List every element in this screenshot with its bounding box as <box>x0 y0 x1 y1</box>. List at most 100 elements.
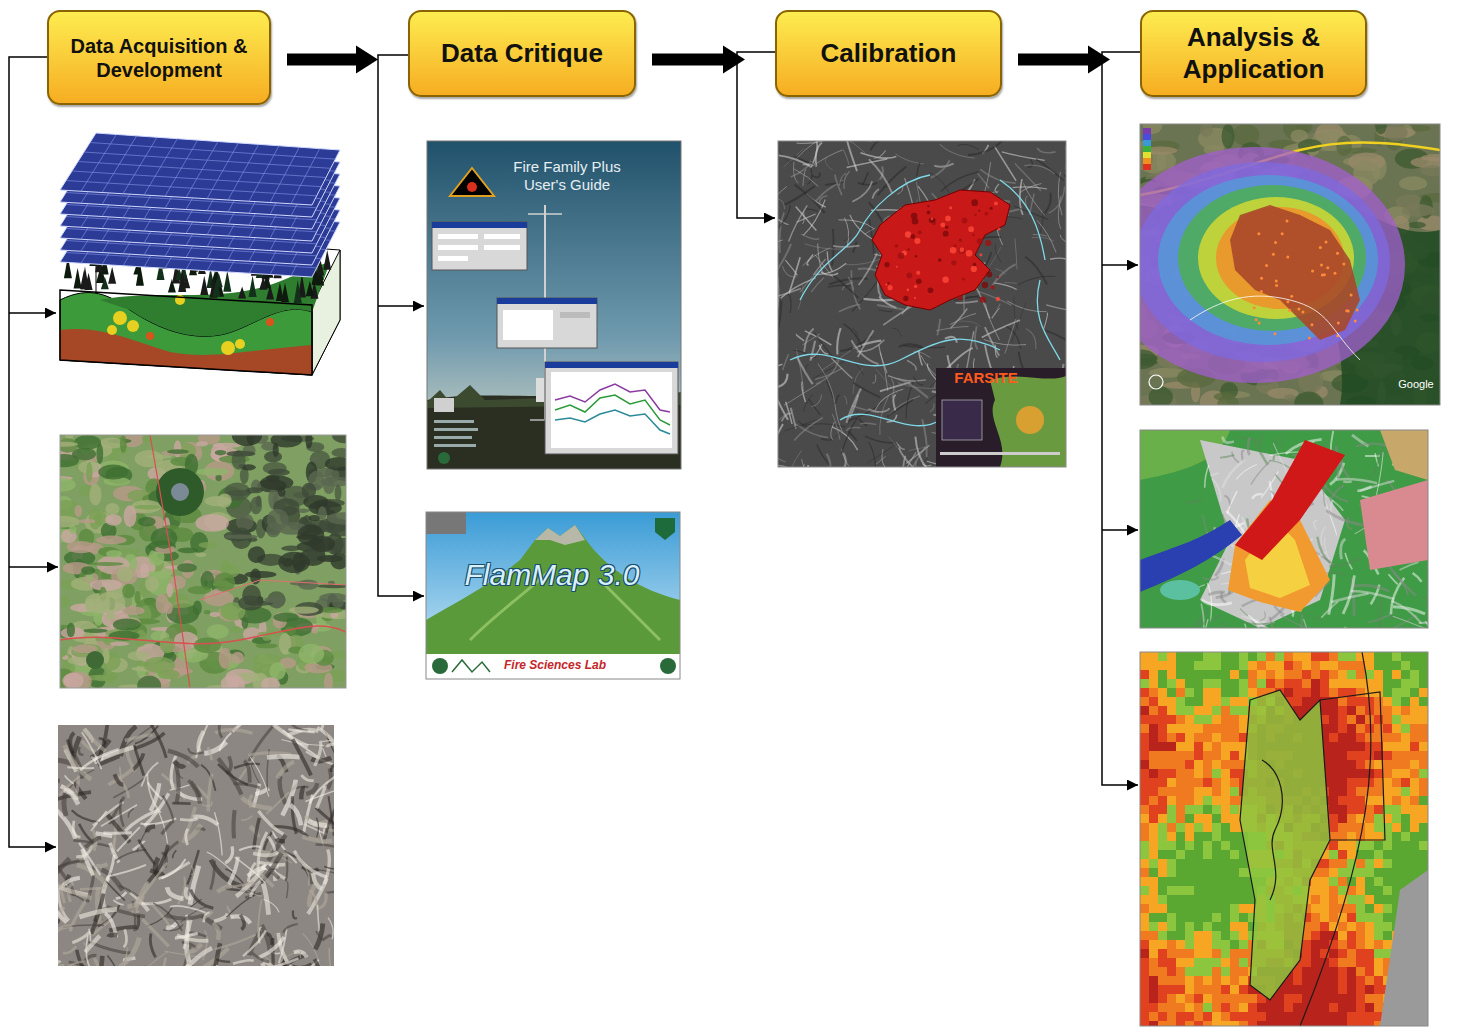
ridge-stroke <box>133 753 143 770</box>
ridge-stroke <box>254 818 260 849</box>
terrain-patch <box>281 546 301 552</box>
ridge-stroke <box>243 930 266 956</box>
grid-line <box>66 181 317 196</box>
terrain-patch <box>131 500 161 513</box>
illustration-part <box>438 234 478 239</box>
terrain-patch <box>196 441 208 446</box>
fire-speckle <box>986 272 992 278</box>
relief-stroke <box>968 141 1004 155</box>
relief-stroke <box>1012 187 1047 189</box>
ridge-stroke <box>316 845 334 856</box>
relief-stroke <box>778 462 783 467</box>
terrain-patch <box>90 579 122 591</box>
terrain-patch <box>268 469 290 476</box>
relief-stroke <box>876 369 898 394</box>
ridge-stroke <box>259 937 284 958</box>
relief-stroke <box>837 328 840 354</box>
ridge-stroke <box>211 861 215 890</box>
relief-stroke <box>858 180 880 185</box>
fire-speckle <box>884 262 889 267</box>
relief-stroke <box>975 326 978 349</box>
ridge-stroke <box>170 906 206 913</box>
ridge-stroke <box>233 882 254 886</box>
terrain-patch <box>188 586 212 594</box>
ridge-stroke <box>188 780 200 803</box>
fire-speckle <box>927 205 929 207</box>
terrain-patch <box>106 612 115 620</box>
ridge-stroke <box>85 838 101 848</box>
ridge-stroke <box>79 824 93 842</box>
terrain-patch <box>1402 204 1435 217</box>
terrain-patch <box>278 552 310 573</box>
relief-stroke <box>843 453 846 467</box>
terrain-patch <box>122 606 144 615</box>
tree-symbol <box>74 268 82 289</box>
ridge-stroke <box>322 936 330 941</box>
fire-speckle <box>929 217 935 223</box>
relief-stroke <box>839 220 874 229</box>
ridge-stroke <box>89 929 91 942</box>
fire-speckle <box>968 226 974 232</box>
ridge-stroke <box>277 838 285 841</box>
terrain-patch <box>317 555 344 562</box>
illustration-part <box>484 245 520 250</box>
terrain-patch <box>204 610 211 614</box>
ridge-stroke <box>173 850 177 858</box>
ridge-stroke <box>93 802 124 826</box>
terrain-patch <box>1222 124 1235 148</box>
relief-stroke <box>904 346 945 348</box>
illustration-part <box>432 658 448 674</box>
ridge-stroke <box>98 956 102 966</box>
relief-stroke <box>995 244 1001 263</box>
ridge-stroke <box>79 909 117 917</box>
relief-stroke <box>835 175 842 196</box>
terrain-patch <box>319 593 346 602</box>
terrain-patch <box>67 541 95 553</box>
fire-speckle <box>945 216 951 222</box>
terrain-patch <box>167 449 189 454</box>
relief-stroke <box>865 228 875 234</box>
ridge-stroke <box>329 948 333 966</box>
terrain-patch <box>1149 387 1173 405</box>
relief-stroke <box>870 141 896 151</box>
illustration-part <box>555 410 670 434</box>
ridge-stroke <box>316 818 318 838</box>
relief-stroke <box>1030 194 1034 215</box>
terrain-patch <box>196 468 229 476</box>
illustration-part <box>438 245 478 250</box>
ridge-stroke <box>211 965 217 966</box>
relief-stroke <box>803 169 806 186</box>
terrain-patch <box>232 435 262 446</box>
ridge-stroke <box>148 952 168 966</box>
illustration-part <box>434 428 478 431</box>
ridge-stroke <box>267 866 279 879</box>
relief-stroke <box>994 146 1016 181</box>
ridge-stroke <box>309 890 317 906</box>
ridge-stroke <box>124 929 127 947</box>
fire-speckle <box>903 296 908 301</box>
relief-stroke <box>797 357 813 384</box>
ridge-stroke <box>175 762 178 804</box>
ridge-stroke <box>258 899 262 937</box>
relief-stroke <box>832 427 858 450</box>
ridge-stroke <box>292 964 311 966</box>
relief-stroke <box>788 291 791 312</box>
terrain-patch <box>215 450 226 455</box>
tree-symbol <box>276 283 284 302</box>
terrain-patch <box>207 624 229 639</box>
fire-speckle <box>895 244 899 248</box>
terrain-patch <box>106 550 122 558</box>
terrain-patch <box>138 517 156 527</box>
ridge-stroke <box>287 730 318 736</box>
ridge-stroke <box>301 788 305 799</box>
terrain-patch <box>177 563 197 572</box>
relief-stroke <box>930 403 934 412</box>
illustration-part <box>266 318 274 326</box>
illustration-part <box>434 436 472 439</box>
terrain-patch <box>145 576 159 592</box>
illustration-part <box>378 305 424 307</box>
ridge-stroke <box>77 950 86 966</box>
relief-stroke <box>876 456 886 464</box>
fire-speckle <box>951 260 956 265</box>
fire-speckle <box>938 258 942 262</box>
